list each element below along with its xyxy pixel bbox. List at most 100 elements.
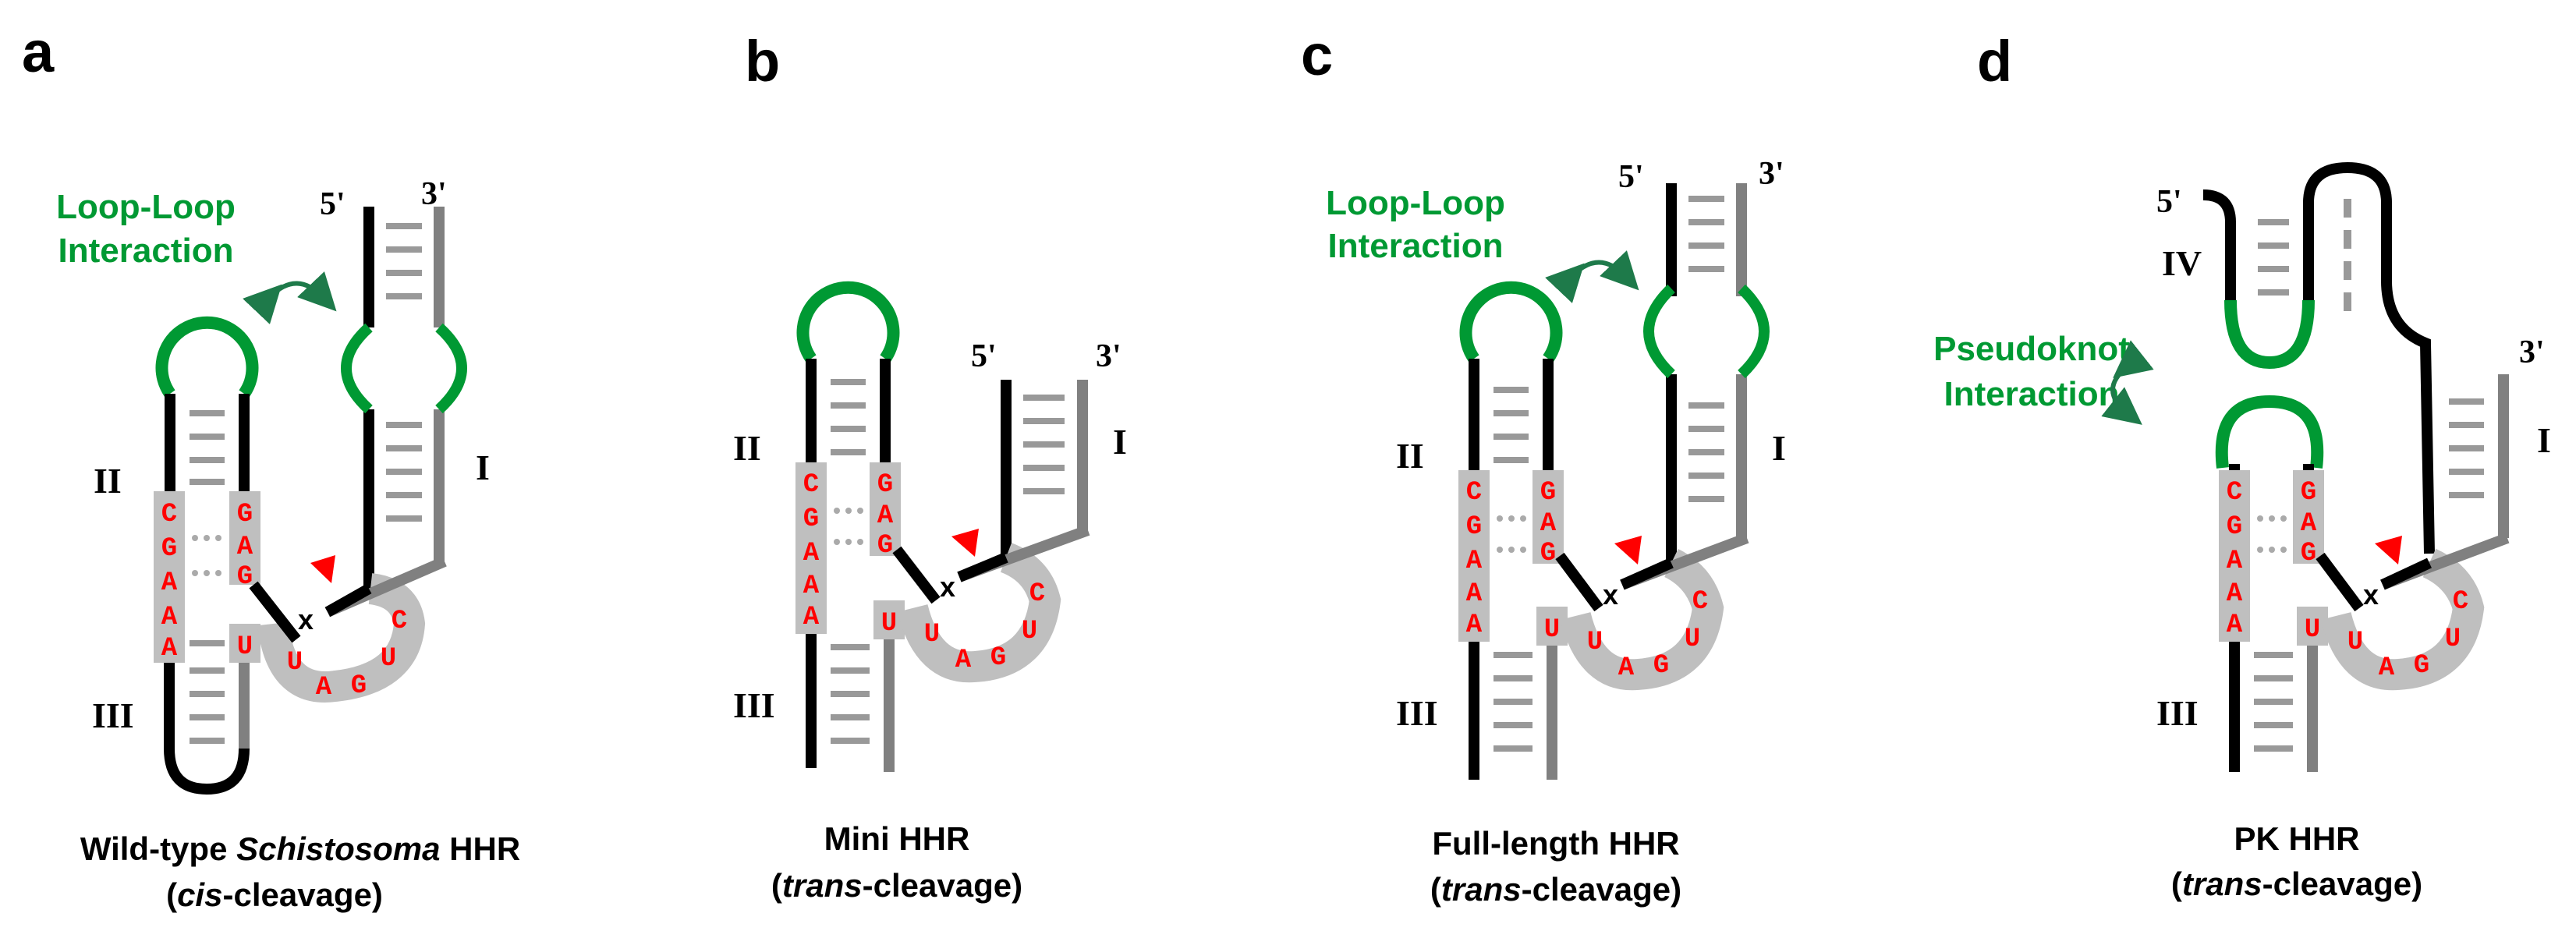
- nucleotide: A: [877, 501, 894, 531]
- panel-letter-d: d: [1977, 29, 2012, 94]
- nucleotide: U: [1022, 617, 1037, 646]
- stem-II-base-pairs: [1494, 387, 1529, 463]
- stem-label-II: II: [733, 428, 761, 468]
- stem-label-IV: IV: [2162, 243, 2202, 283]
- u-box: [873, 600, 905, 639]
- cleavage-mark: x: [1603, 579, 1618, 611]
- five-prime-label: 5': [320, 186, 345, 222]
- nucleotide: U: [381, 644, 396, 674]
- loop-III: [164, 748, 250, 795]
- interaction-label-line1: Pseudoknot: [1933, 330, 2130, 368]
- nucleotide: A: [2379, 653, 2395, 683]
- caption-line1: Wild-type Schistosoma HHR: [80, 830, 520, 867]
- nucleotide: G: [877, 470, 893, 500]
- five-prime-label: 5': [1618, 159, 1644, 195]
- double-arrow-icon: [1545, 250, 1639, 303]
- nucleotide: C: [2227, 478, 2242, 508]
- nucleotide: G: [1540, 539, 1556, 568]
- nucleotide: G: [237, 500, 253, 529]
- core-black-strand: [249, 581, 301, 643]
- core-black-strand-2: [1620, 557, 1674, 590]
- cleavage-mark: x: [298, 604, 314, 635]
- nucleotide: C: [2453, 587, 2468, 617]
- core-black-strand-2: [957, 552, 1008, 582]
- nucleotide: A: [2227, 579, 2243, 609]
- stem-III-base-pairs: [1494, 652, 1532, 752]
- stem-label-I: I: [2537, 420, 2551, 460]
- interaction-label-line2: Interaction: [58, 232, 234, 270]
- nucleotide: G: [1653, 651, 1669, 681]
- nucleotide: U: [924, 620, 940, 650]
- nucleotide: A: [161, 634, 178, 664]
- left-nucleotide-box: [1458, 470, 1490, 642]
- left-nucleotide-box: [795, 462, 827, 634]
- panel-letter-b: b: [745, 29, 780, 94]
- nucleotide: C: [392, 607, 407, 636]
- caption-line2: (trans-cleavage): [771, 867, 1022, 904]
- nucleotide: A: [161, 603, 178, 632]
- three-prime-label: 3': [2519, 334, 2545, 370]
- panel-b: b 5' 3' I II III C G A A A G A G U: [733, 29, 1127, 904]
- nucleotide: G: [351, 671, 367, 701]
- panel-d: d Pseudoknot Interaction 5' 3' I III IV …: [1933, 29, 2551, 902]
- nucleotide: A: [803, 539, 820, 568]
- catalytic-core: [2320, 548, 2485, 691]
- core-black-strand: [892, 546, 941, 604]
- catalytic-core: [257, 573, 426, 703]
- core-black-strand-2: [2380, 557, 2432, 590]
- panel-letter-c: c: [1301, 23, 1333, 87]
- nucleotide: U: [237, 632, 253, 662]
- nucleotide: A: [803, 572, 820, 601]
- loop-I-right: [1738, 284, 1770, 379]
- stem-III-base-pairs: [190, 640, 225, 744]
- stem-III-base-pairs: [831, 644, 870, 744]
- cleavage-site-icon: [310, 555, 335, 583]
- nucleotide: A: [161, 568, 178, 598]
- stem-label-I: I: [1113, 422, 1127, 462]
- left-nucleotide-box: [154, 491, 185, 663]
- nucleotide: A: [316, 673, 332, 703]
- interaction-label-line2: Interaction: [1328, 227, 1504, 265]
- panel-a: a Loop-Loop Interaction 5' 3' I II III C…: [22, 19, 520, 913]
- right-nucleotide-box: [2293, 470, 2324, 564]
- interaction-label-line1: Loop-Loop: [1326, 184, 1505, 222]
- five-prime-label: 5': [971, 338, 997, 374]
- nucleotide: A: [1618, 653, 1635, 683]
- stem-I-base-pairs: [1688, 196, 1724, 502]
- stem-I-base-pairs: [2449, 398, 2484, 498]
- noncanonical-pair-dots: [1497, 515, 1526, 553]
- nucleotide: G: [2301, 478, 2316, 508]
- nucleotide: U: [2347, 628, 2363, 657]
- nucleotide: C: [803, 470, 819, 500]
- nucleotide: A: [237, 533, 253, 562]
- five-prime-strand: [2202, 189, 2236, 300]
- loop-II: [155, 316, 259, 398]
- catalytic-core: [1560, 549, 1724, 691]
- cleavage-site-icon: [951, 529, 979, 557]
- double-arrow-icon: [2101, 340, 2154, 425]
- nucleotide: G: [803, 504, 819, 534]
- nucleotide: A: [1466, 579, 1483, 609]
- stem-label-I: I: [1772, 428, 1786, 468]
- stem-II-base-pairs: [190, 410, 225, 485]
- three-prime-label: 3': [1759, 156, 1784, 192]
- nucleotide: G: [877, 531, 893, 561]
- nucleotide: G: [2301, 539, 2316, 568]
- stem-IV-loop-strand: [2303, 161, 2435, 554]
- nucleotide: A: [1466, 547, 1483, 576]
- stem-label-III: III: [92, 696, 134, 735]
- nucleotide: U: [2445, 625, 2461, 654]
- stem-I-base-pairs: [386, 223, 422, 522]
- stem-label-II: II: [1396, 436, 1424, 476]
- pseudoknot-loop-upper: [2224, 299, 2315, 370]
- five-prime-label: 5': [2156, 184, 2182, 220]
- nucleotide: C: [1692, 587, 1708, 617]
- loop-I-left: [341, 323, 373, 414]
- caption-line1: PK HHR: [2234, 820, 2359, 857]
- stem-IV-base-pairs: [2258, 219, 2289, 296]
- loop-I-left: [1643, 284, 1675, 379]
- loop-II: [796, 281, 900, 363]
- panel-letter-a: a: [22, 19, 55, 84]
- nucleotide: U: [881, 609, 897, 639]
